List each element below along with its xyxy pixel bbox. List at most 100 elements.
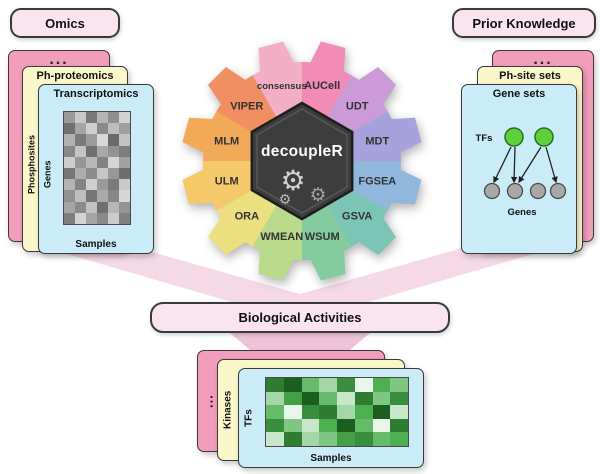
heatmap-cell (108, 190, 119, 202)
heatmap-cell (266, 432, 284, 446)
gear-tooth-ORA (208, 215, 248, 255)
tf-gene-arrow (510, 146, 518, 184)
gear-label-FGSEA: FGSEA (358, 176, 396, 188)
heatmap-cell (390, 391, 408, 406)
omics-card-transcriptomics: Transcriptomics Genes Samples (38, 84, 154, 254)
heatmap-cell (64, 167, 75, 180)
heatmap-cell (354, 391, 373, 406)
gear-label-ORA: ORA (235, 211, 259, 223)
heatmap-cell (372, 418, 391, 433)
heatmap-cell (372, 378, 391, 392)
gear-glyph-icon: ⚙ (279, 191, 292, 207)
heatmap-cell (119, 145, 130, 157)
tf-gene-arrow (493, 146, 512, 184)
heatmap-cell (283, 432, 302, 446)
kinases-axis-label: Kinases (222, 390, 234, 430)
heatmap-cell (337, 405, 355, 419)
heatmap-cell (86, 156, 97, 168)
heatmap-cell (75, 156, 86, 168)
activities-card-tfs: TFs Samples (238, 368, 424, 468)
heatmap-cell (390, 405, 408, 419)
gene-node-icon (529, 182, 547, 200)
heatmap-cell (86, 201, 97, 213)
gear-label-WSUM: WSUM (305, 231, 340, 243)
heatmap-cell (266, 418, 284, 433)
heatmap-cell (97, 212, 108, 224)
heatmap-cell (301, 432, 320, 446)
heatmap-cell (97, 167, 108, 180)
heatmap-cell (108, 134, 119, 146)
omics-pill-label: Omics (45, 15, 85, 31)
heatmap-cell (86, 112, 97, 124)
heatmap-cell (97, 201, 108, 213)
heatmap-cell (108, 145, 119, 157)
heatmap-cell (119, 212, 130, 224)
biological-activities-pill: Biological Activities (150, 302, 450, 333)
gear-tooth-WSUM (309, 248, 346, 281)
heatmap-cell (390, 378, 408, 392)
heatmap-cell (86, 212, 97, 224)
heatmap-cell (86, 190, 97, 202)
phosphosites-axis-label: Phosphosites (26, 134, 37, 194)
prior-more-dots: ... (533, 51, 553, 68)
gear-label-MDT: MDT (365, 135, 389, 147)
heatmap-cell (119, 123, 130, 135)
heatmap-cell (97, 112, 108, 124)
heatmap-cell (64, 145, 75, 157)
phproteomics-title: Ph-proteomics (36, 70, 114, 82)
heatmap-cell (75, 123, 86, 135)
heatmap-cell (319, 418, 337, 433)
gear-tooth-WMEAN (258, 248, 295, 281)
omics-more-dots: ... (49, 51, 69, 68)
prior-card-gene-sets: Gene sets TFs Genes (461, 84, 577, 254)
gear-label-consensus: consensus (257, 81, 307, 92)
heatmap-cell (108, 112, 119, 124)
heatmap-cell (75, 190, 86, 202)
heatmap-cell (372, 432, 391, 446)
gear-tooth-MDT (389, 117, 422, 154)
heatmap-cell (283, 405, 302, 419)
heatmap-cell (372, 391, 391, 406)
biological-activities-pill-label: Biological Activities (238, 310, 362, 325)
heatmap-cell (337, 418, 355, 433)
gear-tooth-ULM (182, 168, 215, 205)
heatmap-cell (283, 391, 302, 406)
transcriptomics-title: Transcriptomics (53, 88, 139, 100)
heatmap-cell (266, 378, 284, 392)
heatmap-cell (86, 134, 97, 146)
heatmap-cell (64, 190, 75, 202)
heatmap-cell (283, 418, 302, 433)
heatmap-cell (86, 167, 97, 180)
heatmap-cell (354, 432, 373, 446)
heatmap-cell (97, 190, 108, 202)
heatmap-cell (319, 405, 337, 419)
heatmap-cell (354, 405, 373, 419)
gene-node-icon (506, 182, 524, 200)
heatmap-cell (301, 405, 320, 419)
samples-axis-label-left: Samples (75, 239, 117, 250)
heatmap-cell (86, 145, 97, 157)
heatmap-cell (119, 134, 130, 146)
heatmap-cell (301, 391, 320, 406)
prior-knowledge-pill-label: Prior Knowledge (472, 15, 576, 31)
heatmap-cell (64, 201, 75, 213)
activities-more-dots: ... (200, 394, 216, 408)
heatmap-cell (354, 378, 373, 392)
gear-label-UDT: UDT (346, 100, 369, 112)
heatmap-cell (75, 179, 86, 191)
heatmap-cell (266, 405, 284, 419)
heatmap-cell (75, 167, 86, 180)
heatmap-cell (64, 156, 75, 168)
gene-node-icon (549, 182, 567, 200)
heatmap-cell (119, 156, 130, 168)
heatmap-cell (86, 123, 97, 135)
heatmap-cell (319, 391, 337, 406)
heatmap-cell (390, 432, 408, 446)
tf-gene-arrow (545, 146, 558, 184)
heatmap-cell (119, 167, 130, 180)
heatmap-cell (119, 201, 130, 213)
heatmap-cell (108, 179, 119, 191)
gear-label-ULM: ULM (215, 176, 239, 188)
heatmap-cell (108, 123, 119, 135)
gear-tooth-AUCell (309, 41, 346, 74)
